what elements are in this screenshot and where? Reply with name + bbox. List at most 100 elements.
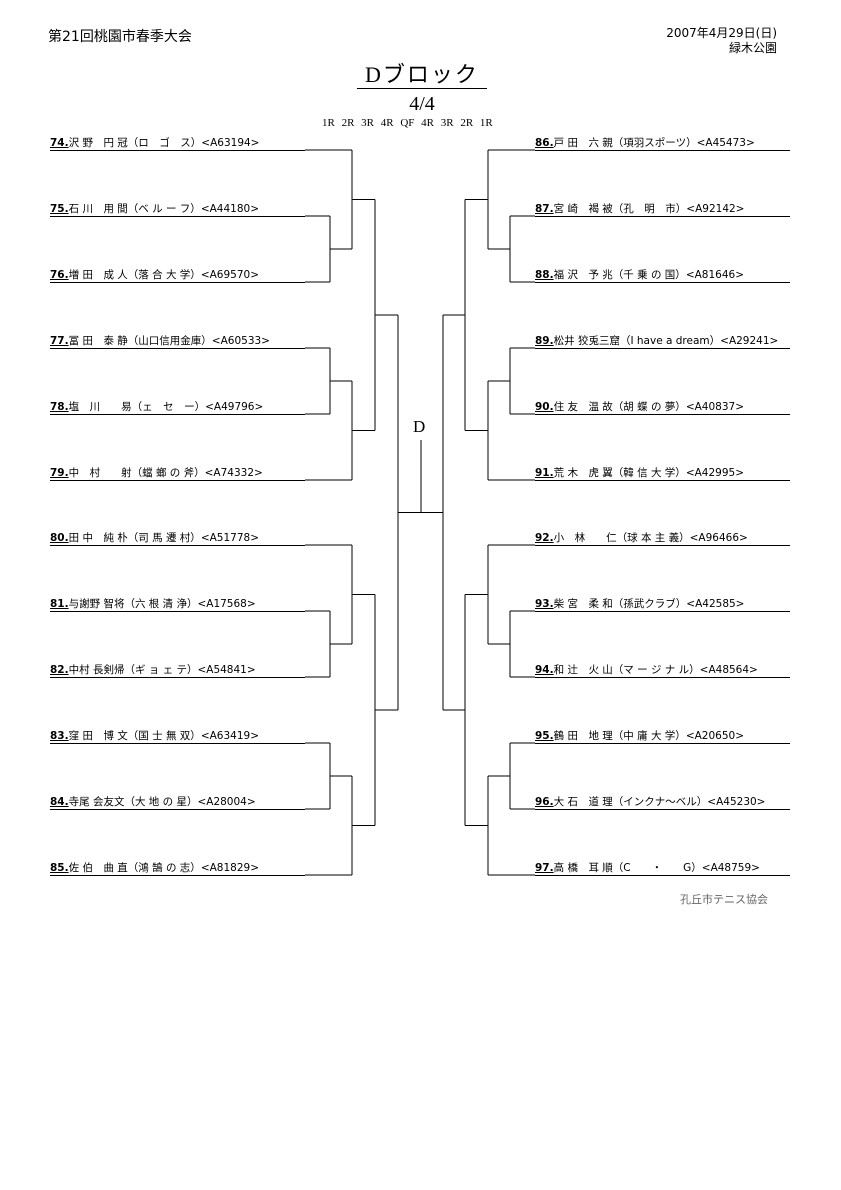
player-entry: 75.石 川 用 間（ベ ル ー フ）<A44180> bbox=[50, 202, 305, 217]
player-entry: 87.宮 崎 褐 被（孔 明 市）<A92142> bbox=[535, 202, 790, 217]
player-entry: 80.田 中 純 朴（司 馬 遷 村）<A51778> bbox=[50, 531, 305, 547]
player-id: <A45473> bbox=[696, 137, 755, 149]
seed-number: 92. bbox=[535, 532, 554, 545]
player-entry: 85.佐 伯 曲 直（鴻 鵠 の 志）<A81829> bbox=[50, 861, 305, 876]
player-id: <A63194> bbox=[201, 137, 260, 149]
player-name: 大 石 道 理 bbox=[553, 796, 613, 808]
player-entry: 76.増 田 成 人（落 合 大 学）<A69570> bbox=[50, 268, 305, 283]
team-name: （球 本 主 義） bbox=[616, 532, 690, 545]
player-id: <A49796> bbox=[205, 400, 264, 413]
player-name: 小 林 仁 bbox=[553, 532, 617, 545]
player-entry: 83.窪 田 博 文（国 士 無 双）<A63419> bbox=[50, 729, 305, 745]
team-name: （ロ ゴ ス） bbox=[127, 137, 202, 149]
team-name: （インクナ～ベル） bbox=[612, 796, 708, 808]
seed-number: 94. bbox=[535, 664, 554, 677]
player-id: <A81646> bbox=[685, 268, 744, 281]
player-id: <A74332> bbox=[204, 466, 263, 479]
player-id: <A45230> bbox=[707, 796, 766, 808]
player-entry: 91.荒 木 虎 翼（韓 信 大 学）<A42995> bbox=[535, 466, 790, 481]
team-name: （山口信用金庫） bbox=[127, 334, 212, 347]
seed-number: 88. bbox=[535, 268, 554, 281]
player-id: <A44180> bbox=[200, 202, 259, 215]
player-entry: 74.沢 野 円 冠（ロ ゴ ス）<A63194> bbox=[50, 136, 305, 151]
player-name: 松井 狡兎三窟 bbox=[553, 334, 620, 347]
player-name: 宮 崎 褐 被 bbox=[553, 202, 613, 215]
seed-number: 74. bbox=[50, 137, 69, 149]
team-name: （項羽スポーツ） bbox=[612, 137, 697, 149]
seed-number: 95. bbox=[535, 730, 554, 743]
player-id: <A20650> bbox=[685, 730, 744, 743]
team-name: （マ ー ジ ナ ル） bbox=[612, 664, 700, 677]
seed-number: 89. bbox=[535, 334, 554, 347]
player-entry: 79.中 村 射（蟷 螂 の 斧）<A74332> bbox=[50, 466, 305, 481]
team-name: （孫武クラブ） bbox=[612, 598, 687, 611]
player-name: 田 中 純 朴 bbox=[68, 532, 128, 545]
player-id: <A60533> bbox=[211, 334, 270, 347]
player-name: 冨 田 泰 静 bbox=[68, 334, 128, 347]
player-id: <A69570> bbox=[200, 268, 259, 281]
team-name: （中 庸 大 学） bbox=[612, 730, 686, 743]
team-name: （大 地 の 星） bbox=[124, 796, 198, 808]
player-id: <A29241> bbox=[720, 334, 779, 347]
block-label: D bbox=[413, 417, 426, 436]
page-number: 4/4 bbox=[409, 93, 435, 115]
team-name: （C ・ G） bbox=[612, 861, 702, 874]
player-entry: 90.住 友 温 故（胡 蝶 の 夢）<A40837> bbox=[535, 400, 790, 415]
seed-number: 80. bbox=[50, 532, 69, 545]
player-name: 佐 伯 曲 直 bbox=[68, 861, 128, 874]
player-entry: 93.柴 宮 柔 和（孫武クラブ）<A42585> bbox=[535, 597, 790, 613]
player-entry: 81.与謝野 智将（六 根 清 浄）<A17568> bbox=[50, 597, 305, 613]
player-name: 荒 木 虎 翼 bbox=[553, 466, 613, 479]
player-id: <A28004> bbox=[197, 796, 256, 808]
player-name: 住 友 温 故 bbox=[553, 400, 613, 413]
player-entry: 97.高 橋 耳 順（C ・ G）<A48759> bbox=[535, 861, 790, 876]
player-name: 中 村 射 bbox=[68, 466, 132, 479]
player-entry: 78.塩 川 易（ェ セ ー）<A49796> bbox=[50, 400, 305, 415]
player-entry: 92.小 林 仁（球 本 主 義）<A96466> bbox=[535, 531, 790, 547]
player-entry: 77.冨 田 泰 静（山口信用金庫）<A60533> bbox=[50, 334, 305, 349]
team-name: （胡 蝶 の 夢） bbox=[612, 400, 686, 413]
player-name: 柴 宮 柔 和 bbox=[553, 598, 613, 611]
player-id: <A96466> bbox=[689, 532, 748, 545]
player-entry: 96.大 石 道 理（インクナ～ベル）<A45230> bbox=[535, 795, 790, 810]
player-name: 鶴 田 地 理 bbox=[553, 730, 613, 743]
seed-number: 82. bbox=[50, 664, 69, 677]
player-id: <A48564> bbox=[699, 664, 758, 677]
player-id: <A17568> bbox=[197, 598, 256, 611]
team-name: （I have a dream） bbox=[619, 334, 721, 347]
player-id: <A48759> bbox=[701, 861, 760, 874]
team-name: （韓 信 大 学） bbox=[612, 466, 686, 479]
player-entry: 94.和 辻 火 山（マ ー ジ ナ ル）<A48564> bbox=[535, 663, 790, 679]
seed-number: 84. bbox=[50, 796, 69, 808]
player-name: 石 川 用 間 bbox=[68, 202, 128, 215]
seed-number: 76. bbox=[50, 268, 69, 281]
player-name: 塩 川 易 bbox=[68, 400, 132, 413]
team-name: （千 乗 の 国） bbox=[612, 268, 686, 281]
player-name: 沢 野 円 冠 bbox=[68, 137, 128, 149]
player-id: <A54841> bbox=[197, 664, 256, 677]
date-venue: 2007年4月29日(日) 緑木公園 bbox=[666, 26, 777, 56]
player-entry: 88.福 沢 予 兆（千 乗 の 国）<A81646> bbox=[535, 268, 790, 283]
seed-number: 78. bbox=[50, 400, 69, 413]
player-name: 与謝野 智将 bbox=[68, 598, 125, 611]
player-name: 戸 田 六 親 bbox=[553, 137, 613, 149]
player-name: 和 辻 火 山 bbox=[553, 664, 613, 677]
team-name: （司 馬 遷 村） bbox=[127, 532, 201, 545]
seed-number: 93. bbox=[535, 598, 554, 611]
organizer: 孔丘市テニス協会 bbox=[680, 893, 768, 906]
seed-number: 91. bbox=[535, 466, 554, 479]
team-name: （孔 明 市） bbox=[612, 202, 687, 215]
seed-number: 96. bbox=[535, 796, 554, 808]
player-name: 高 橋 耳 順 bbox=[553, 861, 613, 874]
player-id: <A51778> bbox=[200, 532, 259, 545]
player-name: 中村 長剣帰 bbox=[68, 664, 125, 677]
player-id: <A63419> bbox=[200, 730, 259, 743]
venue: 緑木公園 bbox=[728, 41, 777, 55]
block-title: Dブロック bbox=[357, 62, 487, 89]
event-date: 2007年4月29日(日) bbox=[666, 26, 777, 40]
seed-number: 81. bbox=[50, 598, 69, 611]
team-name: （ベ ル ー フ） bbox=[127, 202, 201, 215]
player-entry: 89.松井 狡兎三窟（I have a dream）<A29241> bbox=[535, 334, 790, 349]
player-name: 増 田 成 人 bbox=[68, 268, 128, 281]
